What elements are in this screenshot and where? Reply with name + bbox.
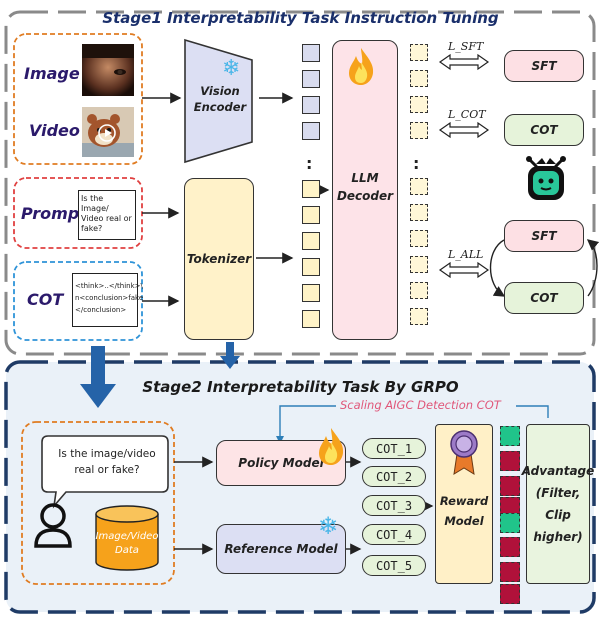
loss-all-label: L_ALL <box>448 248 484 261</box>
robot-icon <box>526 156 566 200</box>
cot-candidate: COT_3 <box>362 495 426 516</box>
reward-square-positive <box>500 513 520 533</box>
policy-model-label: Policy Model <box>238 456 324 470</box>
output-token <box>410 96 428 113</box>
snowflake-icon: ❄ <box>318 512 339 540</box>
stage1-title: Stage1 Interpretability Task Instruction… <box>102 9 499 27</box>
fire-icon <box>319 428 344 465</box>
cot-candidate: COT_2 <box>362 466 426 487</box>
stage2-title: Stage2 Interpretability Task By GRPO <box>142 378 459 396</box>
input-token <box>302 206 320 224</box>
output-token <box>410 44 428 61</box>
user-icon <box>34 503 72 548</box>
cot-text-line: </conclusion> <box>75 306 127 314</box>
video-thumbnail <box>82 107 134 157</box>
vision-encoder-label: Vision Encoder <box>193 84 247 114</box>
speech-bubble <box>41 435 169 509</box>
input-token <box>302 258 320 276</box>
reward-square-negative <box>500 476 520 496</box>
input-token <box>302 70 320 88</box>
prompt-label: Prompt <box>21 204 87 223</box>
video-label: Video <box>29 121 80 140</box>
database-icon <box>95 505 159 571</box>
reward-square-negative <box>500 537 520 557</box>
cot-text-line: <think>..</think>\ <box>75 282 143 290</box>
advantage-block: Advantage (Filter, Clip higher) <box>522 424 594 584</box>
output-token <box>410 282 428 299</box>
input-token <box>302 232 320 250</box>
reward-model-label: Reward Model <box>439 494 489 528</box>
policy-model-block: Policy Model <box>216 440 346 486</box>
llm-decoder-label: LLM Decoder <box>336 171 394 203</box>
cot-candidate: COT_5 <box>362 555 426 576</box>
prompt-card: Is the Image/ Video real or fake? <box>78 190 136 240</box>
media-group <box>13 33 143 165</box>
loss-cot-label: L_COT <box>448 108 486 121</box>
snowflake-icon: ❄ <box>222 56 241 81</box>
cot-output: COT <box>504 114 584 146</box>
cot-text-line: n<conclusion>fake <box>75 294 144 302</box>
medal-icon <box>450 430 478 475</box>
output-token <box>410 256 428 273</box>
cycle-cot-output: COT <box>504 282 584 314</box>
output-token <box>410 122 428 139</box>
reference-model-block: Reference Model <box>216 524 346 574</box>
output-token <box>410 230 428 247</box>
loss-sft-label: L_SFT <box>448 40 484 53</box>
output-token-ellipsis: : <box>413 154 420 173</box>
input-token <box>302 310 320 328</box>
cot-group <box>13 261 143 341</box>
sft-output: SFT <box>504 50 584 82</box>
output-token <box>410 308 428 325</box>
llm-decoder-block: LLM Decoder <box>332 40 398 340</box>
image-thumbnail <box>82 44 134 96</box>
tokenizer-block: Tokenizer <box>184 178 254 340</box>
cot-candidate: COT_1 <box>362 438 426 459</box>
cycle-sft-output: SFT <box>504 220 584 252</box>
output-token <box>410 70 428 87</box>
prompt-text: Is the Image/ Video real or fake? <box>81 194 132 233</box>
reference-model-label: Reference Model <box>224 542 338 556</box>
output-token <box>410 204 428 221</box>
stage1-border <box>4 10 596 356</box>
cot-candidate: COT_4 <box>362 524 426 545</box>
token-ellipsis: : <box>306 154 313 173</box>
input-token <box>302 180 320 198</box>
reward-square-positive <box>500 426 520 446</box>
question-text: Is the image/video real or fake? <box>58 448 156 476</box>
input-token <box>302 44 320 62</box>
input-token <box>302 122 320 140</box>
input-token <box>302 96 320 114</box>
fire-icon <box>349 48 374 85</box>
vision-encoder-shape <box>184 38 253 164</box>
output-token <box>410 178 428 195</box>
scaling-label: Scaling AIGC Detection COT <box>340 398 501 412</box>
data-label: Image/Video Data <box>95 531 159 556</box>
tokenizer-label: Tokenizer <box>186 252 252 266</box>
cot-card: <think>..</think>\ n<conclusion>fake </c… <box>72 273 144 327</box>
input-token <box>302 284 320 302</box>
advantage-label: Advantage (Filter, Clip higher) <box>521 464 595 544</box>
cot-label: COT <box>27 290 64 309</box>
image-label: Image <box>24 64 80 83</box>
reward-square-negative <box>500 451 520 471</box>
reward-square-negative <box>500 562 520 582</box>
reward-square-negative <box>500 584 520 604</box>
